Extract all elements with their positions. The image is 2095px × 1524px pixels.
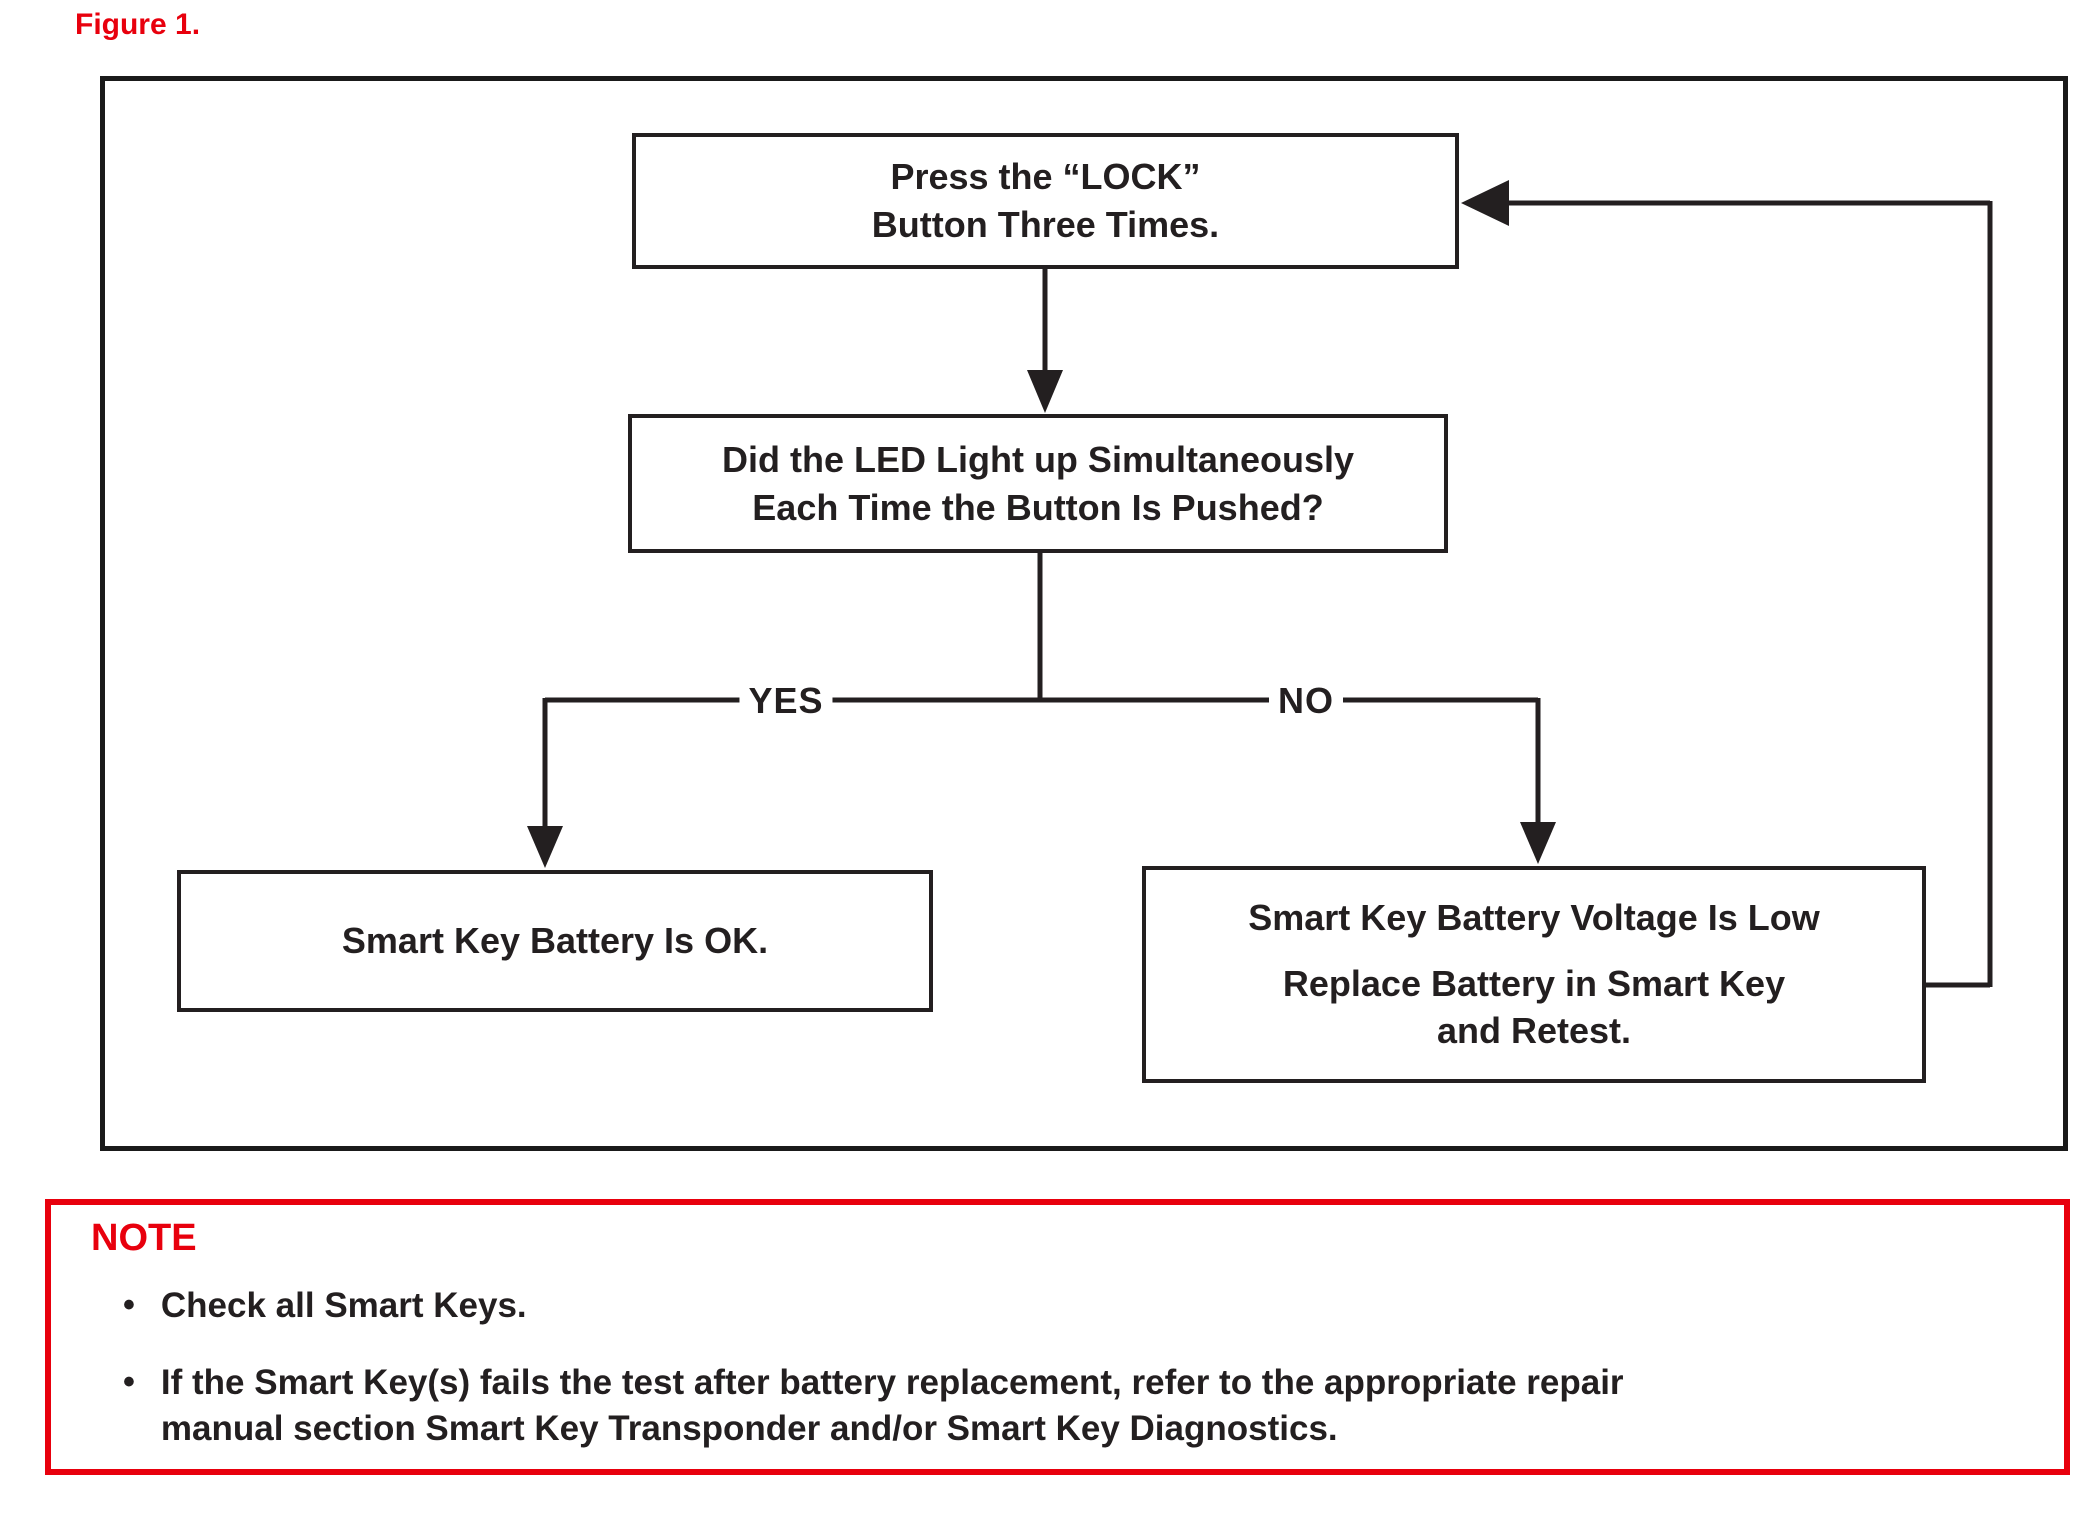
bullet-icon: • <box>123 1362 135 1401</box>
node-press-lock-button: Press the “LOCK” Button Three Times. <box>632 133 1459 269</box>
node-text-line: and Retest. <box>1436 1010 1632 1052</box>
node-text-line: Smart Key Battery Is OK. <box>341 920 769 962</box>
node-led-question: Did the LED Light up Simultaneously Each… <box>628 414 1448 553</box>
node-battery-low: Smart Key Battery Voltage Is Low Replace… <box>1142 866 1926 1083</box>
figure-label: Figure 1. <box>75 8 201 41</box>
node-text-line: Press the “LOCK” <box>890 156 1201 198</box>
node-text-line: Replace Battery in Smart Key <box>1282 962 1786 1004</box>
branch-label-yes: YES <box>739 683 833 719</box>
node-text-line: Did the LED Light up Simultaneously <box>721 438 1354 480</box>
node-text-line: Each Time the Button Is Pushed? <box>752 486 1324 528</box>
note-bullet-check-keys: • Check all Smart Keys. <box>91 1283 2024 1330</box>
note-bullet-text: Check all Smart Keys. <box>161 1283 527 1330</box>
note-bullet-text: If the Smart Key(s) fails the test after… <box>161 1360 1624 1454</box>
note-bullet-text-line: If the Smart Key(s) fails the test after… <box>160 1362 1624 1402</box>
note-bullet-text-line: manual section Smart Key Transponder and… <box>160 1409 1338 1449</box>
note-title: NOTE <box>91 1217 197 1259</box>
note-box: NOTE • Check all Smart Keys. • If the Sm… <box>45 1199 2070 1475</box>
node-text-line: Smart Key Battery Voltage Is Low <box>1248 897 1820 939</box>
note-bullet-retest-refer: • If the Smart Key(s) fails the test aft… <box>91 1360 2024 1454</box>
bullet-icon: • <box>123 1285 135 1324</box>
node-text-line: Button Three Times. <box>871 204 1220 245</box>
note-bullet-text-line: Check all Smart Keys. <box>160 1285 527 1325</box>
node-battery-ok: Smart Key Battery Is OK. <box>177 870 933 1012</box>
branch-label-no: NO <box>1269 683 1343 719</box>
